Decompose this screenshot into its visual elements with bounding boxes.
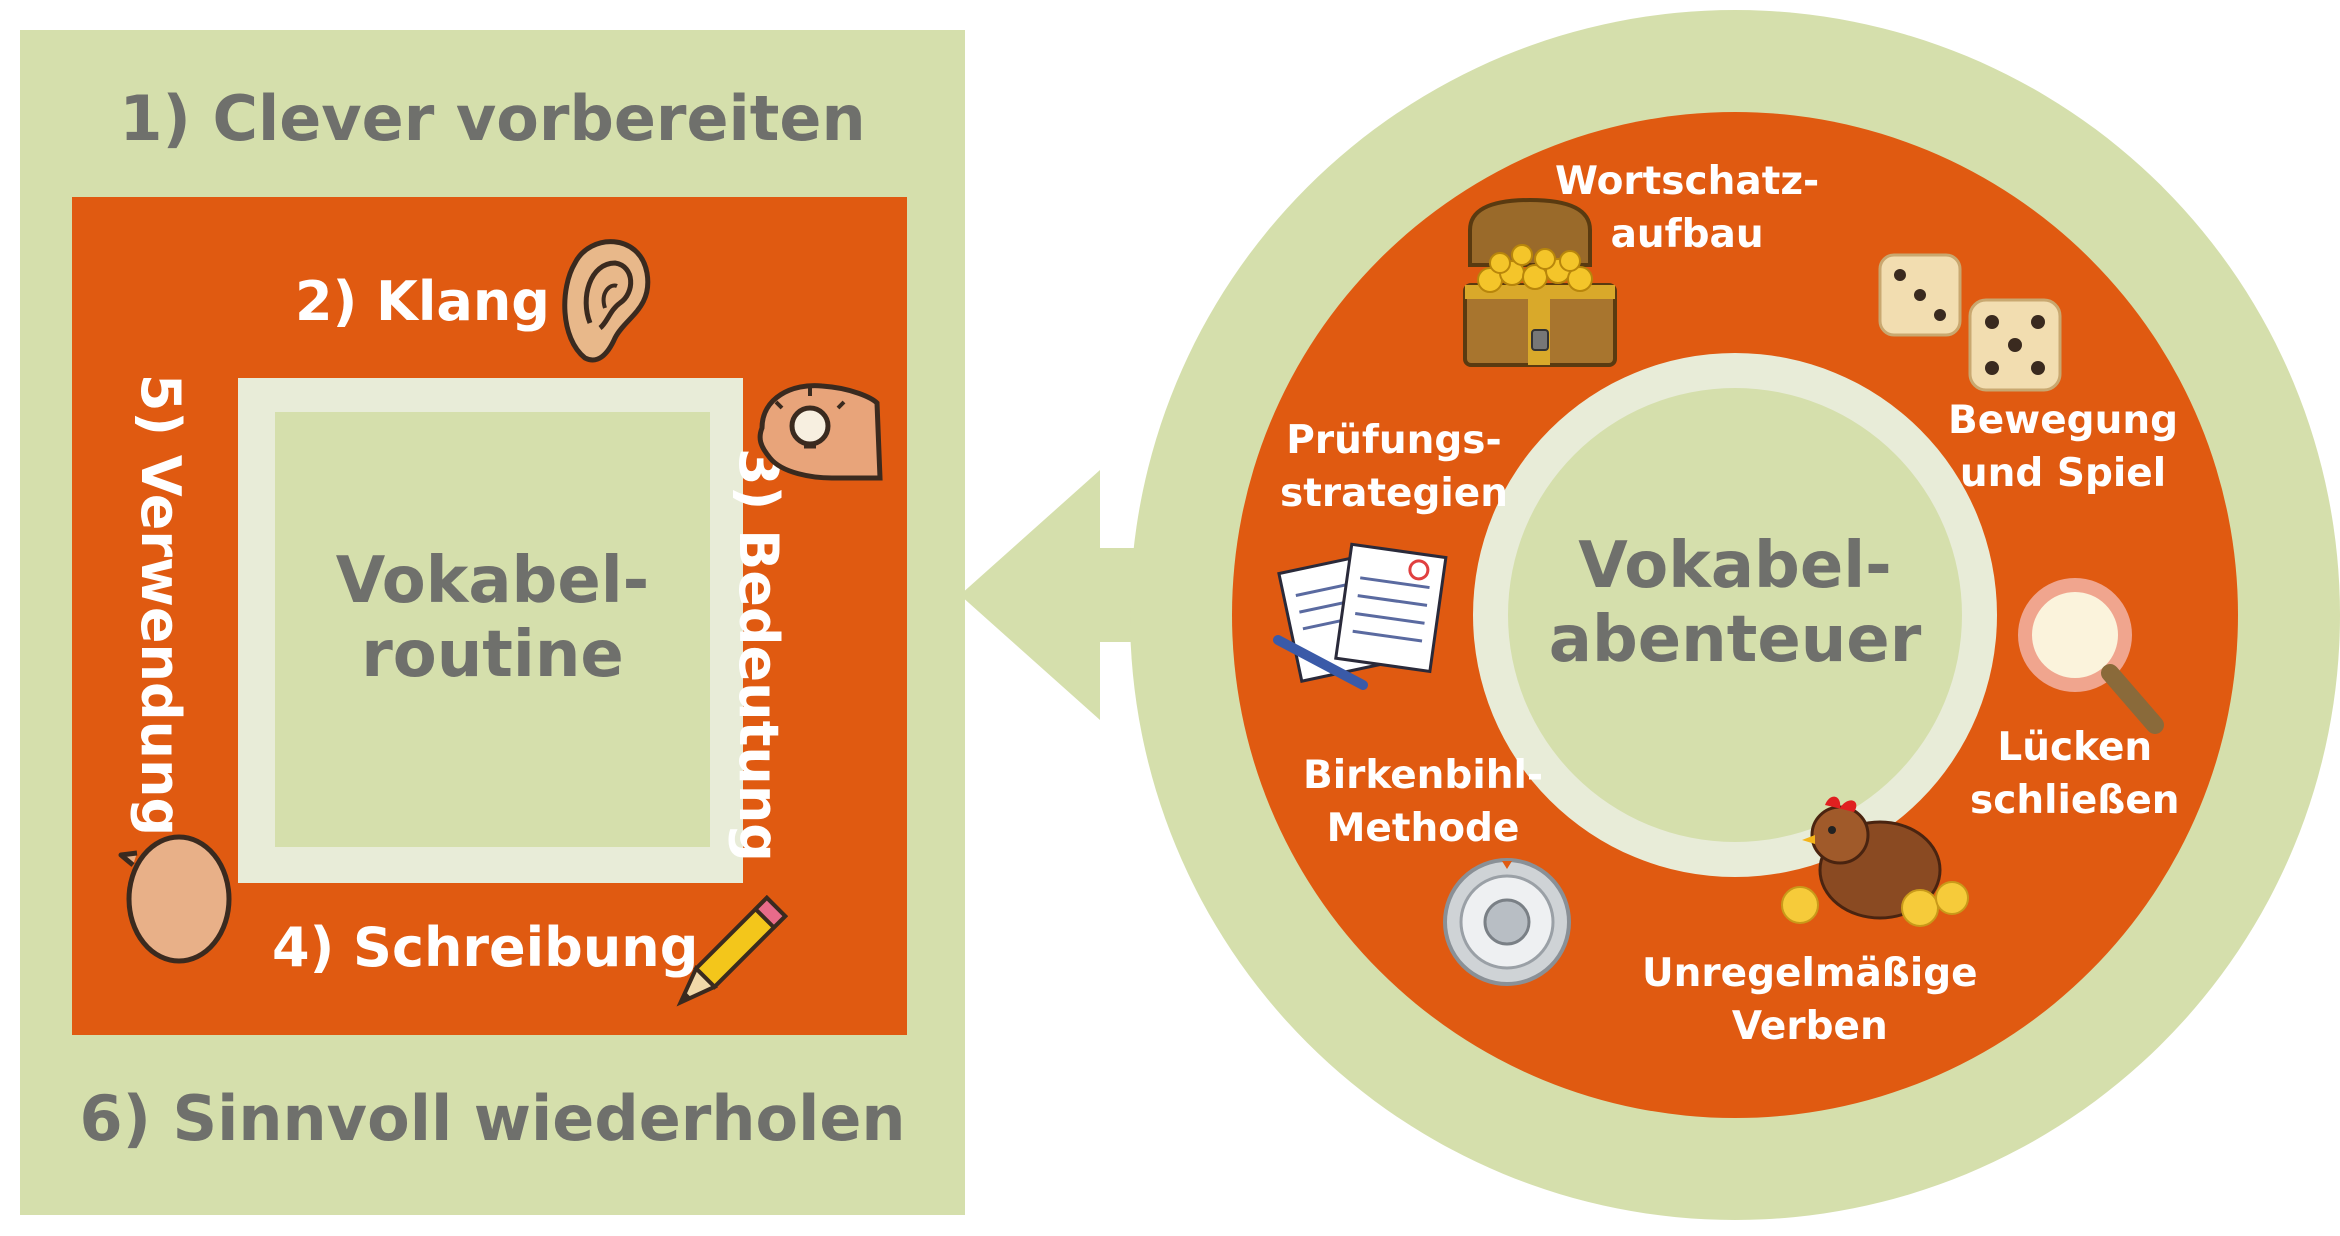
topic-pruefungsstrategien: Prüfungs- strategien	[1280, 415, 1508, 520]
routine-center-line2: routine	[361, 617, 624, 692]
topic-birkenbihl-line1: Birkenbihl-	[1303, 753, 1544, 798]
topic-luecken-line2: schließen	[1970, 777, 2180, 823]
adventure-center-line2: abenteuer	[1548, 602, 1922, 677]
magnifying-glass-icon	[2018, 578, 2164, 734]
hen-chicks-icon	[1781, 796, 1969, 927]
topic-bewegung-spiel: Bewegung und Spiel	[1948, 395, 2178, 500]
topic-wortschatz-line1: Wortschatz-	[1555, 159, 1820, 204]
topic-unregelmaessig-line1: Unregelmäßige	[1642, 951, 1978, 996]
head-lightbulb-icon	[757, 383, 883, 481]
step-klang: 2) Klang	[295, 270, 550, 333]
routine-center-label: Vokabel- routine	[275, 544, 710, 692]
pencil-icon	[676, 895, 788, 1007]
topic-wortschatzaufbau: Wortschatz- aufbau	[1555, 156, 1819, 261]
ear-icon	[562, 239, 651, 363]
exam-papers-icon	[1273, 542, 1448, 690]
topic-pruefung-line2: strategien	[1280, 470, 1509, 516]
arrow-left-icon	[960, 470, 1200, 720]
routine-title-bottom: 6) Sinnvoll wiederholen	[79, 1082, 906, 1155]
topic-wortschatz-line2: aufbau	[1610, 211, 1764, 257]
topic-unregelmaessig-line2: Verben	[1731, 1003, 1888, 1049]
step-verwendung: 5) Verwendung	[128, 373, 192, 837]
routine-inner-box	[275, 412, 710, 847]
adventure-center-line1: Vokabel-	[1578, 529, 1892, 603]
topic-unregelmaessige-verben: Unregelmäßige Verben	[1642, 948, 1978, 1053]
adventure-center-label: Vokabel- abenteuer	[1508, 529, 1962, 677]
topic-luecken-schliessen: Lücken schließen	[1970, 722, 2180, 827]
routine-center-line1: Vokabel-	[335, 544, 650, 618]
routine-title-top: 1) Clever vorbereiten	[119, 82, 866, 155]
topic-pruefung-line1: Prüfungs-	[1286, 418, 1502, 463]
adventure-inner-core	[1508, 388, 1962, 842]
speech-bubble-icon	[118, 834, 232, 964]
step-schreibung: 4) Schreibung	[272, 916, 699, 979]
step-bedeutung: 3) Bedeutung	[726, 448, 790, 862]
topic-birkenbihl-line2: Methode	[1326, 805, 1520, 851]
safe-dial-icon	[1443, 858, 1571, 986]
topic-bewegung-line1: Bewegung	[1948, 398, 2179, 443]
topic-bewegung-line2: und Spiel	[1959, 450, 2167, 496]
topic-birkenbihl-methode: Birkenbihl- Methode	[1303, 750, 1543, 855]
dice-icon	[1878, 253, 2062, 392]
topic-luecken-line1: Lücken	[1997, 725, 2153, 770]
treasure-chest-icon	[1463, 197, 1617, 367]
